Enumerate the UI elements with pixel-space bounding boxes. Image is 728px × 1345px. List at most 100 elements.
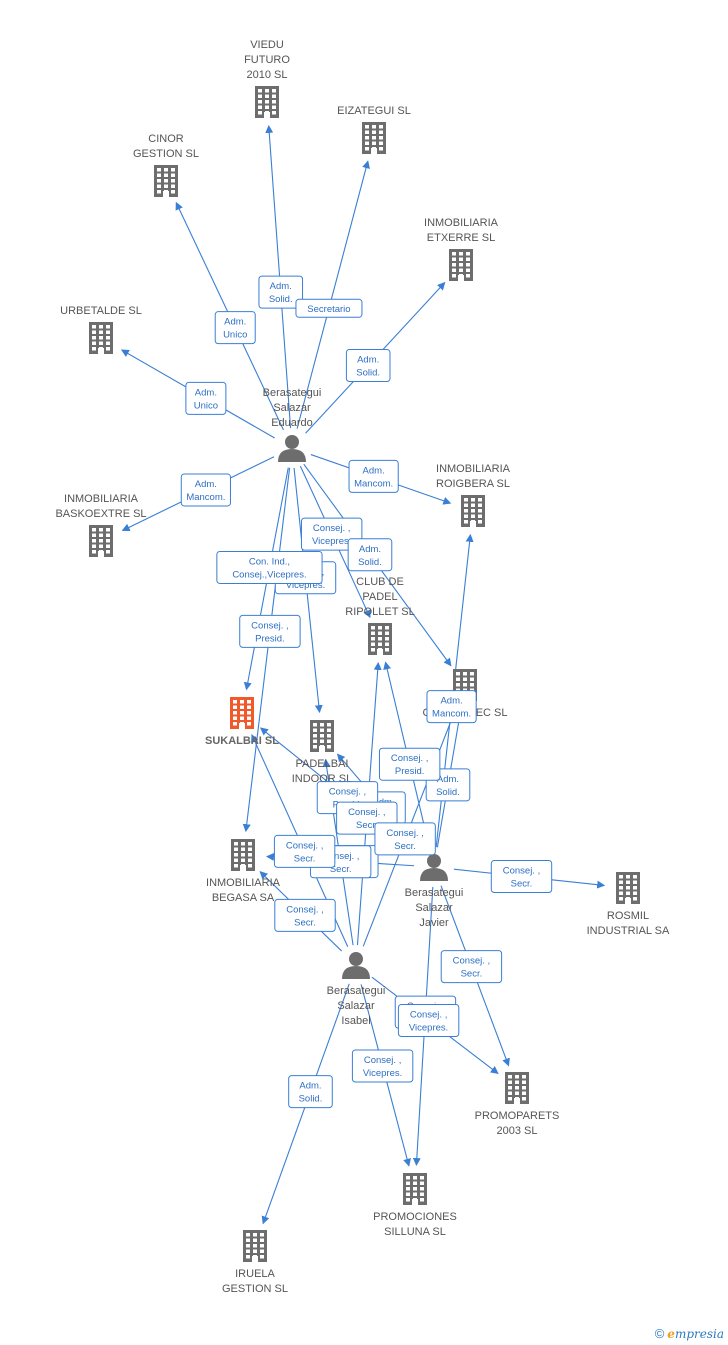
role-text-isabel-padelbai-2: Secr.	[330, 864, 352, 875]
role-box-eduardo-etxerre[interactable]: Adm.Solid.	[345, 349, 391, 383]
begasa-label-line-1: INMOBILIARIA	[206, 877, 281, 889]
building-icon	[362, 122, 386, 154]
role-box-isabel-begasa[interactable]: Consej. ,Secr.	[274, 898, 336, 932]
footer-watermark[interactable]: ©empresia	[655, 1326, 724, 1341]
role-text-isabel-promoparets-1: Consej. ,	[410, 1009, 448, 1020]
role-text-eduardo-eizategui-1: Secretario	[307, 304, 350, 315]
role-text-eduardo-clubpadel-1: Consej. ,	[313, 523, 351, 534]
eduardo-label-line-2: Salazar	[273, 402, 311, 414]
role-text-eduardo-clubpadel-2: Vicepres.	[312, 536, 351, 547]
building-icon	[89, 322, 113, 354]
role-box-eduardo-viedu[interactable]: Adm.Solid.	[258, 275, 304, 309]
role-text-isabel-iruela-1: Adm.	[299, 1081, 321, 1092]
eduardo-label-line-3: Eduardo	[271, 417, 313, 429]
role-text-eduardo-begasa-2: Presid.	[255, 633, 285, 644]
role-box-eduardo-roigbera[interactable]: Adm.Mancom.	[348, 459, 399, 493]
promoparets-label-line-2: 2003 SL	[497, 1125, 538, 1137]
etxerre-label-line-1: INMOBILIARIA	[424, 217, 499, 229]
company-node-baskoextre[interactable]: INMOBILIARIA BASKOEXTRE SL	[55, 493, 147, 557]
eizategui-label-line-1: EIZATEGUI SL	[337, 105, 411, 117]
company-node-promoparets[interactable]: PROMOPARETS 2003 SL	[475, 1072, 560, 1137]
rosmil-label-line-2: INDUSTRIAL SA	[587, 925, 670, 937]
company-node-iruela[interactable]: IRUELA GESTION SL	[222, 1230, 288, 1295]
iruela-label-line-2: GESTION SL	[222, 1283, 288, 1295]
silluna-label-line-1: PROMOCIONES	[373, 1211, 457, 1223]
role-text-javier-conbastec-2: Solid.	[436, 787, 460, 798]
building-icon	[368, 623, 392, 655]
role-text-javier-roigbera-2: Mancom.	[432, 709, 471, 720]
building-icon	[449, 249, 473, 281]
role-text-javier-rosmil-1: Consej. ,	[503, 865, 541, 876]
building-icon	[461, 495, 485, 527]
role-text-eduardo-conbastec-2: Solid.	[358, 557, 382, 568]
role-text-eduardo-baskoextre-2: Mancom.	[186, 492, 225, 503]
eduardo-label-line-1: Berasategui	[263, 387, 322, 399]
role-text-isabel-padelbai-1: Consej. ,	[322, 851, 360, 862]
role-box-eduardo-sukalbai[interactable]: Con. Ind.,Consej.,Vicepres.	[216, 550, 323, 584]
role-text-isabel-promoparets-2: Vicepres.	[409, 1022, 448, 1033]
silluna-label-line-2: SILLUNA SL	[384, 1226, 446, 1238]
role-box-isabel-sukalbai[interactable]: Consej. ,Secr.	[273, 834, 336, 868]
role-box-eduardo-baskoextre[interactable]: Adm. Mancom.	[180, 473, 231, 507]
company-node-sukalbai[interactable]: SUKALBAI SL	[205, 697, 279, 747]
role-box-javier-promoparets[interactable]: Consej. ,Secr.	[440, 950, 503, 984]
role-box-isabel-iruela[interactable]: Adm.Solid.	[288, 1075, 333, 1109]
role-box-eduardo-begasa[interactable]: Consej. ,Presid.	[239, 614, 301, 648]
building-icon	[505, 1072, 529, 1104]
role-text-javier-sukalbai-1: Consej. ,	[329, 787, 367, 798]
role-box-eduardo-conbastec[interactable]: Adm. Solid.	[347, 538, 393, 572]
role-text-eduardo-urbetalde-1: Adm.	[195, 387, 217, 398]
person-icon	[278, 435, 306, 462]
building-icon	[89, 525, 113, 557]
role-box-isabel-conbastec[interactable]: Consej. ,Secr.	[374, 822, 436, 856]
clubpadel-label-line-1: CLUB DE	[356, 576, 404, 588]
role-text-eduardo-cinor-1: Adm.	[224, 317, 246, 328]
isabel-label-line-1: Berasategui	[327, 985, 386, 997]
building-icon	[243, 1230, 267, 1262]
role-text-eduardo-padelbai-2: Vicepres.	[286, 580, 325, 591]
role-text-eduardo-viedu-2: Solid.	[269, 294, 293, 305]
role-text-javier-clubpadel-2: Presid.	[395, 766, 425, 777]
building-icon	[616, 872, 640, 904]
role-text-isabel-silluna-2: Vicepres.	[363, 1068, 402, 1079]
role-box-eduardo-eizategui[interactable]: Secretario	[295, 298, 363, 318]
company-node-urbetalde[interactable]: URBETALDE SL	[60, 305, 142, 354]
company-node-rosmil[interactable]: ROSMIL INDUSTRIAL SA	[587, 872, 670, 937]
isabel-label-line-2: Salazar	[337, 1000, 375, 1012]
role-text-eduardo-cinor-2: Unico	[223, 330, 247, 341]
viedu-label-line-3: 2010 SL	[247, 69, 288, 81]
role-box-javier-rosmil[interactable]: Consej. ,Secr.	[490, 859, 553, 893]
brand-logo-text: mpresia	[674, 1327, 724, 1341]
role-box-eduardo-cinor[interactable]: Adm. Unico	[214, 311, 256, 345]
baskoextre-label-line-2: BASKOEXTRE SL	[55, 508, 146, 520]
role-box-isabel-silluna[interactable]: Consej. ,Vicepres.	[351, 1049, 414, 1083]
role-text-eduardo-conbastec-1: Adm.	[359, 544, 381, 555]
company-node-silluna[interactable]: PROMOCIONES SILLUNA SL	[373, 1173, 457, 1238]
iruela-label-line-1: IRUELA	[235, 1268, 275, 1280]
company-node-eizategui[interactable]: EIZATEGUI SL	[337, 105, 411, 154]
role-box-javier-roigbera[interactable]: Adm.Mancom.	[426, 690, 477, 724]
baskoextre-label-line-1: INMOBILIARIA	[64, 493, 139, 505]
padelbai-label-line-1: PADELBAI	[296, 758, 349, 770]
role-box-eduardo-clubpadel[interactable]: Consej. , Vicepres.	[300, 517, 363, 551]
role-box-isabel-promoparets[interactable]: Consej. , Vicepres.	[397, 1003, 460, 1037]
role-box-javier-clubpadel[interactable]: Consej. ,Presid.	[378, 747, 441, 781]
role-box-eduardo-urbetalde[interactable]: Adm.Unico	[185, 381, 227, 415]
role-text-eduardo-etxerre-1: Adm.	[357, 355, 379, 366]
rosmil-label-line-1: ROSMIL	[607, 910, 649, 922]
promoparets-label-line-1: PROMOPARETS	[475, 1110, 560, 1122]
sukalbai-label-line-1: SUKALBAI SL	[205, 735, 279, 747]
role-text-eduardo-baskoextre-1: Adm.	[195, 479, 217, 490]
building-icon	[230, 697, 254, 729]
